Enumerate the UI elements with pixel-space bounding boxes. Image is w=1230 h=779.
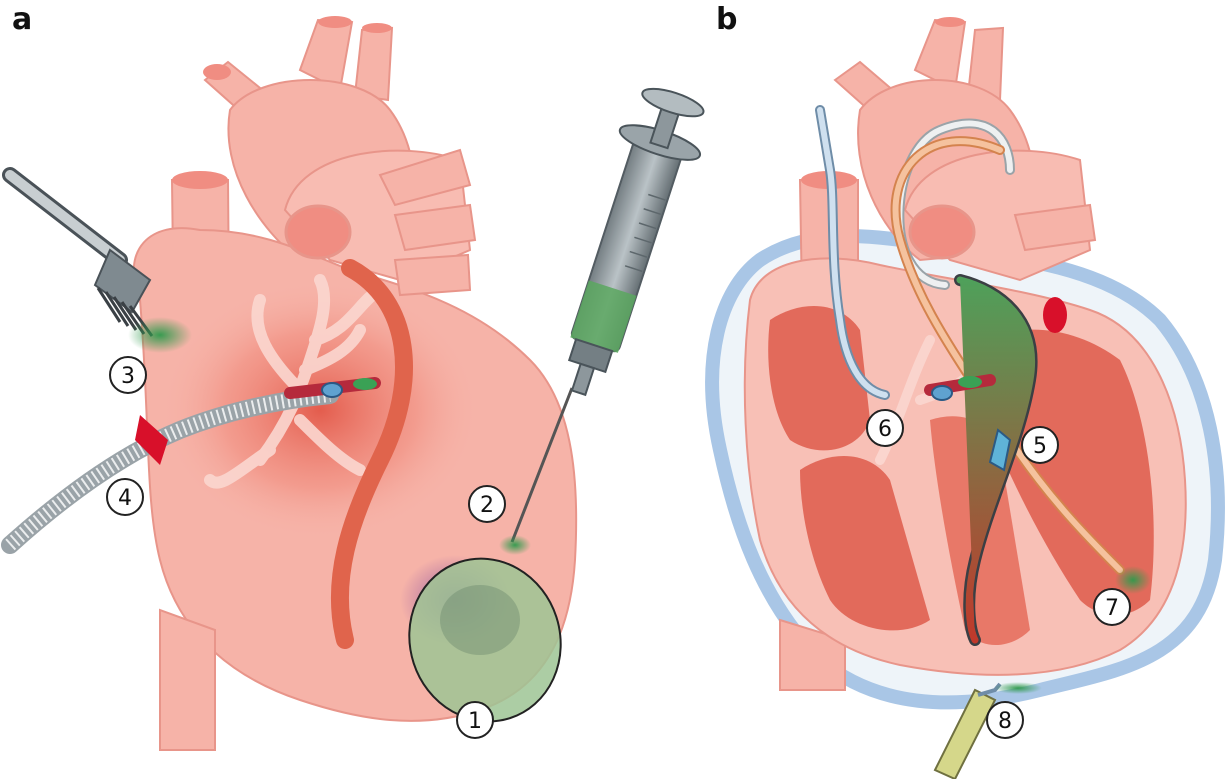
callout-4-label: 4 <box>118 486 132 511</box>
callout-6-label: 6 <box>878 417 892 442</box>
callout-5: 5 <box>1022 427 1058 463</box>
panel-b-heart <box>712 17 1218 779</box>
callout-6: 6 <box>867 410 903 446</box>
callout-2: 2 <box>469 486 505 522</box>
callout-2-label: 2 <box>480 493 494 518</box>
callout-3: 3 <box>110 357 146 393</box>
callout-7: 7 <box>1094 589 1130 625</box>
callout-8: 8 <box>987 702 1023 738</box>
callout-7-label: 7 <box>1105 596 1119 621</box>
callout-4: 4 <box>107 479 143 515</box>
callout-1-label: 1 <box>468 709 482 734</box>
callout-5-label: 5 <box>1033 434 1047 459</box>
callout-1: 1 <box>457 702 493 738</box>
callout-3-label: 3 <box>121 364 135 389</box>
callout-8-label: 8 <box>998 709 1012 734</box>
